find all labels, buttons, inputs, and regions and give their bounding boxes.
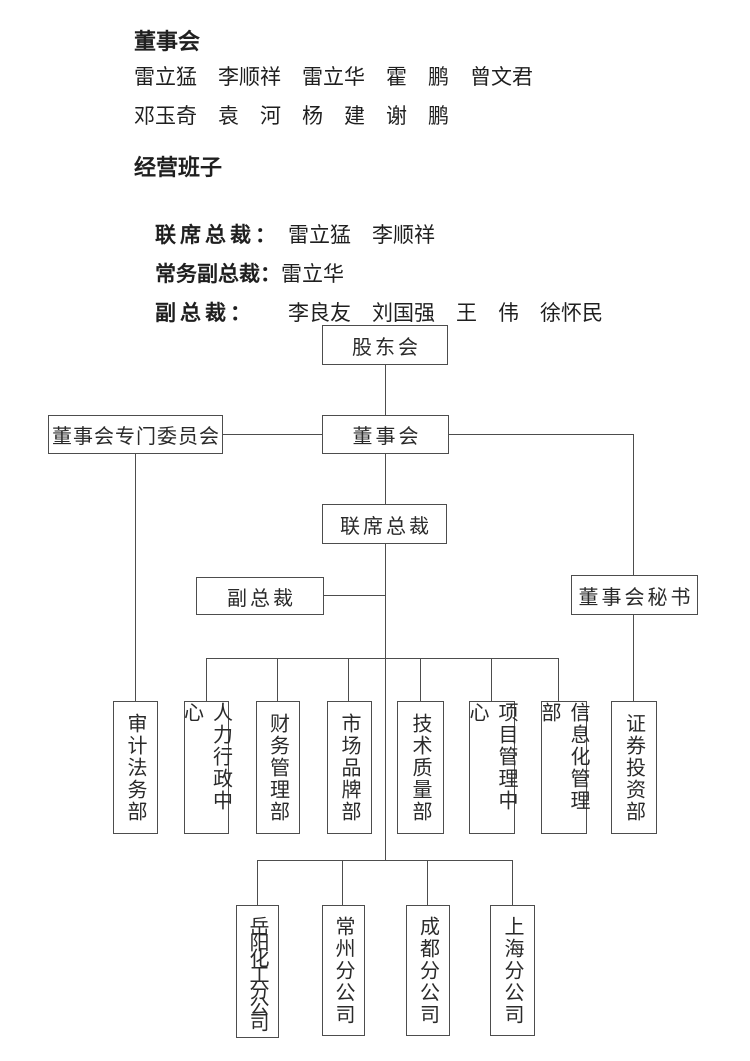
- management-row-exec-vp: 常务副总裁：雷立华: [134, 235, 344, 313]
- connector-line: [385, 364, 386, 415]
- connector-line: [206, 658, 207, 701]
- org-node-shanghai-branch: 上海分公司: [490, 905, 535, 1036]
- org-node-board-of-directors: 董事会: [322, 415, 449, 454]
- org-node-tech-quality-dept: 技术质量部: [397, 701, 444, 834]
- connector-line: [558, 658, 559, 701]
- connector-line: [206, 658, 558, 659]
- connector-line: [491, 658, 492, 701]
- connector-line: [385, 453, 386, 504]
- connector-line: [633, 434, 634, 575]
- org-node-board-special-committee: 董事会专门委员会: [48, 415, 223, 454]
- org-node-yueyang-chemical-branch: 岳阳化工分公司: [236, 905, 279, 1038]
- connector-line: [348, 658, 349, 701]
- org-node-vice-presidents: 副总裁: [196, 577, 324, 615]
- connector-line: [512, 860, 513, 905]
- connector-line: [342, 860, 343, 905]
- management-role-label: 副总裁：: [155, 301, 255, 325]
- org-node-audit-legal-dept: 审计法务部: [113, 701, 158, 834]
- connector-line: [385, 543, 386, 860]
- management-row-vp: 副总裁： 李良友 刘国强 王 伟 徐怀民: [134, 274, 603, 352]
- management-section-title: 经营班子: [134, 155, 223, 180]
- board-members-row-1: 雷立猛 李顺祥 雷立华 霍 鹏 曾文君: [134, 65, 533, 89]
- management-role-label: 常务副总裁：: [155, 262, 281, 286]
- org-node-board-secretary: 董事会秘书: [571, 575, 698, 615]
- org-node-it-mgmt-dept: 信息化管理部: [538, 701, 589, 834]
- connector-line: [257, 860, 513, 861]
- connector-line: [135, 453, 136, 701]
- board-section-title: 董事会: [134, 29, 201, 54]
- management-role-label: 联席总裁：: [155, 223, 280, 247]
- management-role-names: 雷立华: [281, 262, 344, 286]
- management-role-names: 李良友 刘国强 王 伟 徐怀民: [288, 301, 603, 325]
- connector-line: [222, 434, 322, 435]
- org-node-hr-admin-center: 人力行政中心: [181, 701, 232, 834]
- connector-line: [633, 614, 634, 701]
- management-row-co-presidents: 联席总裁： 雷立猛 李顺祥: [134, 196, 435, 274]
- org-node-project-mgmt-center: 项目管理中心: [466, 701, 517, 834]
- connector-line: [277, 658, 278, 701]
- org-node-securities-investment-dept: 证券投资部: [611, 701, 657, 834]
- board-members-row-2: 邓玉奇 袁 河 杨 建 谢 鹏: [134, 104, 449, 128]
- org-node-co-presidents: 联席总裁: [322, 504, 447, 544]
- connector-line: [448, 434, 633, 435]
- connector-line: [427, 860, 428, 905]
- connector-line: [420, 658, 421, 701]
- org-node-chengdu-branch: 成都分公司: [406, 905, 450, 1036]
- org-node-market-brand-dept: 市场品牌部: [327, 701, 372, 834]
- management-role-names: 雷立猛 李顺祥: [288, 223, 435, 247]
- connector-line: [323, 595, 385, 596]
- org-node-changzhou-branch: 常州分公司: [322, 905, 365, 1036]
- org-node-shareholders-meeting: 股东会: [322, 325, 448, 365]
- org-node-finance-mgmt-dept: 财务管理部: [256, 701, 300, 834]
- connector-line: [257, 860, 258, 905]
